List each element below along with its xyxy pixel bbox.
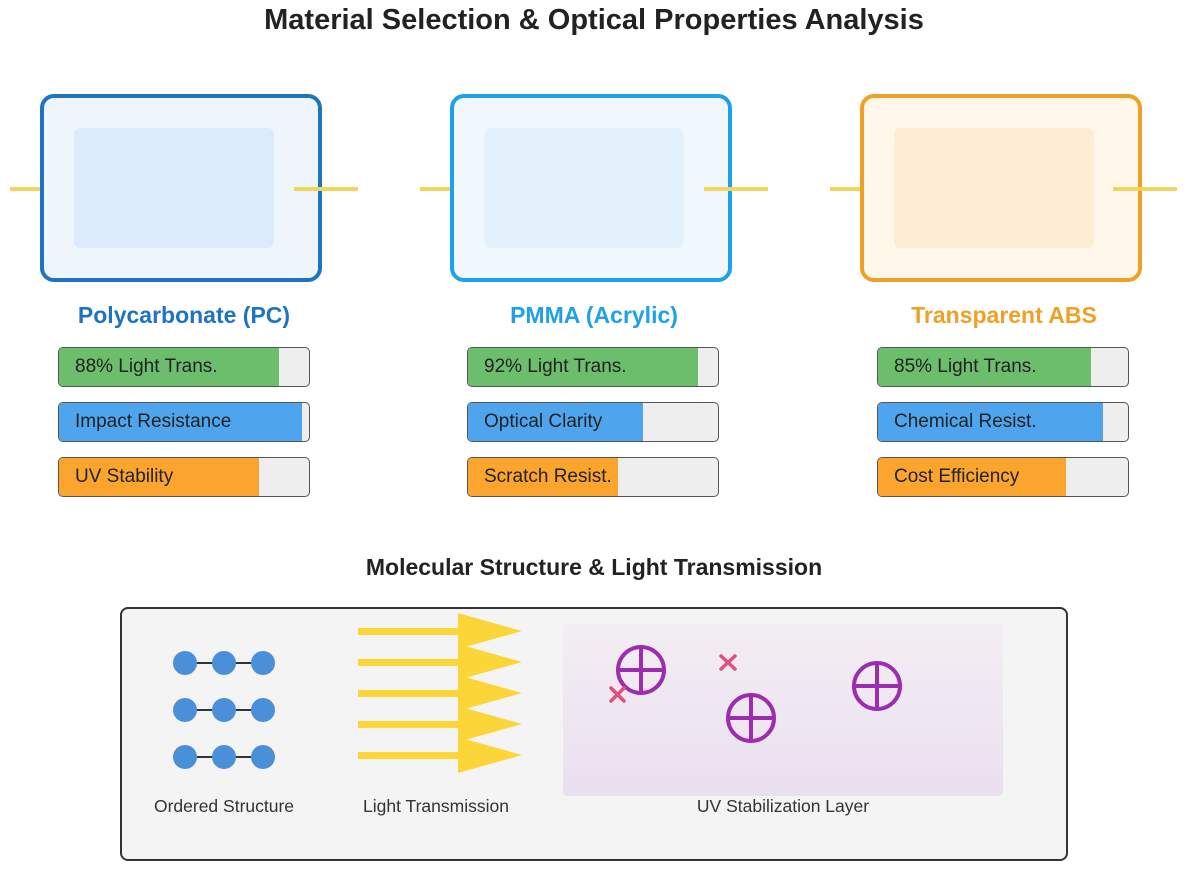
molecule-atom [173, 651, 197, 675]
material-column-abs: Transparent ABS 85% Light Trans. Chemica… [0, 0, 1177, 520]
property-label: Scratch Resist. [484, 466, 612, 487]
property-bar-light-transmission: 92% Light Trans. [467, 347, 719, 387]
property-fill [59, 348, 279, 386]
property-bar-scratch-resistance: Scratch Resist. [467, 457, 719, 497]
uv-stabilizer-icon [616, 645, 902, 743]
molecule-atom [251, 698, 275, 722]
property-label: UV Stability [75, 466, 174, 487]
page-title: Material Selection & Optical Properties … [264, 4, 924, 36]
property-fill [878, 348, 1091, 386]
property-label: 88% Light Trans. [75, 356, 218, 377]
material-name: Polycarbonate (PC) [77, 302, 291, 328]
material-column-pmma: PMMA (Acrylic) 92% Light Trans. Optical … [0, 0, 768, 520]
property-label: 92% Light Trans. [484, 356, 627, 377]
light-arrow-shaft [358, 752, 462, 759]
molecule-chain-icon [173, 651, 275, 769]
section-title: Molecular Structure & Light Transmission [365, 554, 823, 580]
molecule-atom [212, 698, 236, 722]
light-arrow-head [458, 706, 522, 742]
property-fill [59, 458, 259, 496]
light-transmission-label: Light Transmission [363, 796, 509, 816]
property-fill [59, 403, 302, 441]
property-label: 85% Light Trans. [894, 356, 1037, 377]
molecule-atom [173, 745, 197, 769]
material-sample-panel [40, 94, 322, 282]
light-arrow-icon [358, 613, 522, 773]
property-bar-optical-clarity: Optical Clarity [467, 402, 719, 442]
uv-stabilizer [616, 645, 666, 695]
light-arrow-head [458, 644, 522, 680]
property-bar-cost-efficiency: Cost Efficiency [877, 457, 1129, 497]
light-arrow-head [458, 737, 522, 773]
light-beam-out [704, 187, 768, 191]
property-bar-impact-resistance: Impact Resistance [58, 402, 310, 442]
light-arrow-head [458, 613, 522, 649]
property-bar-light-transmission: 85% Light Trans. [877, 347, 1129, 387]
uv-stabilization-layer [563, 624, 1003, 796]
light-arrow-shaft [358, 659, 462, 666]
panel-inner [894, 128, 1094, 248]
property-label: Chemical Resist. [894, 411, 1037, 432]
light-beam-out [294, 187, 358, 191]
property-bar-light-transmission: 88% Light Trans. [58, 347, 310, 387]
uv-stabilizer [726, 693, 776, 743]
property-fill [468, 348, 698, 386]
property-fill [468, 403, 643, 441]
light-arrow-shaft [358, 690, 462, 697]
property-bar-uv-stability: UV Stability [58, 457, 310, 497]
molecule-atom [251, 651, 275, 675]
free-radical [609, 686, 626, 703]
molecule-atom [251, 745, 275, 769]
molecule-atom [212, 745, 236, 769]
property-fill [878, 403, 1103, 441]
property-label: Impact Resistance [75, 411, 232, 432]
light-arrow-shaft [358, 628, 462, 635]
molecule-atom [173, 698, 197, 722]
ordered-structure-label: Ordered Structure [153, 796, 295, 816]
free-radical-icon [609, 654, 737, 703]
material-column-pc: Polycarbonate (PC) 88% Light Trans. Impa… [0, 0, 380, 520]
property-fill [878, 458, 1066, 496]
material-name: Transparent ABS [911, 302, 1097, 328]
material-name: PMMA (Acrylic) [510, 302, 678, 328]
material-sample-panel [860, 94, 1142, 282]
uv-stabilizer [852, 661, 902, 711]
molecule-atom [212, 651, 236, 675]
light-beam-out [1113, 187, 1177, 191]
property-label: Cost Efficiency [894, 466, 1020, 487]
free-radical [719, 654, 737, 671]
light-arrow-head [458, 675, 522, 711]
panel-inner [74, 128, 274, 248]
panel-inner [484, 128, 684, 248]
property-label: Optical Clarity [484, 411, 603, 432]
property-fill [468, 458, 618, 496]
light-arrow-shaft [358, 721, 462, 728]
uv-stabilization-label: UV Stabilization Layer [696, 796, 870, 816]
property-bar-chemical-resistance: Chemical Resist. [877, 402, 1129, 442]
